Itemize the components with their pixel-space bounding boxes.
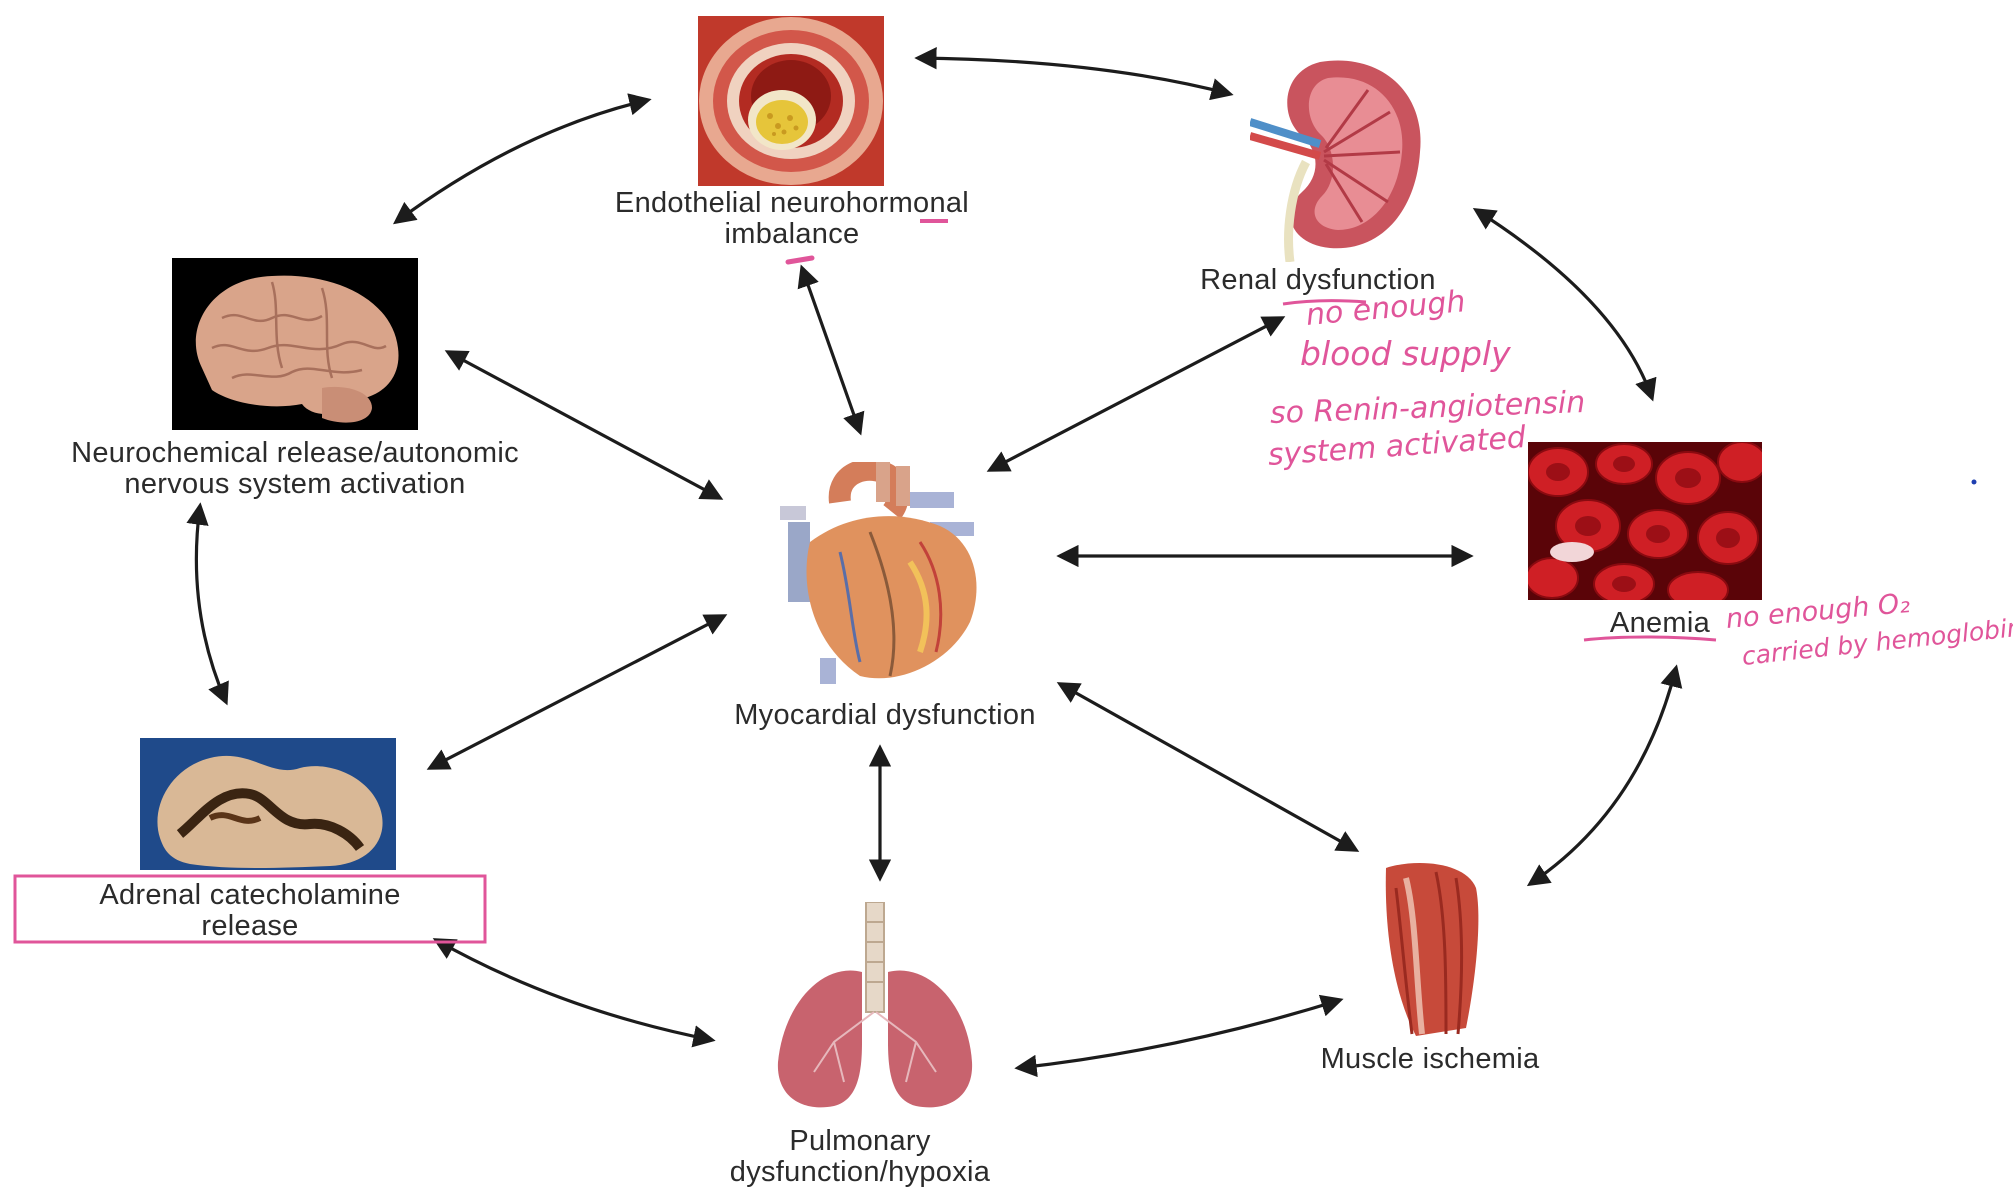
arrow-anemia-muscle	[1526, 664, 1683, 887]
blood-cells-image	[1528, 442, 1762, 600]
label-neurochemical-line2: nervous system activation	[124, 468, 466, 500]
arrow-neuro-adrenal	[186, 502, 229, 706]
arrow-renal-anemia	[1472, 208, 1657, 402]
anemia-underline	[1583, 635, 1717, 642]
lungs-image	[777, 902, 973, 1108]
arrow-heart-muscle	[1056, 682, 1360, 852]
arrow-brain-endothelial	[393, 93, 652, 225]
stray-dot	[1971, 479, 1977, 485]
arrow-brain-heart	[444, 350, 724, 500]
renal-underline	[1282, 299, 1367, 306]
label-endothelial-line2: imbalance	[724, 218, 860, 250]
adrenal-highlight-box	[13, 874, 487, 944]
label-adrenal: Adrenal catecholamine release	[14, 880, 486, 942]
label-endothelial-line1: Endothelial neurohormonal	[614, 187, 970, 219]
label-anemia-line1: Anemia	[1609, 607, 1711, 639]
muscle-image	[1385, 862, 1479, 1036]
label-anemia: Anemia	[1580, 608, 1740, 639]
artery-image	[698, 16, 884, 186]
arrow-endothelial-heart	[797, 264, 865, 436]
label-pulmonary-line2: dysfunction/hypoxia	[729, 1156, 991, 1188]
label-muscle: Muscle ischemia	[1270, 1044, 1590, 1075]
label-adrenal-line2: release	[201, 910, 299, 942]
label-muscle-line1: Muscle ischemia	[1320, 1043, 1540, 1075]
label-pulmonary-line1: Pulmonary	[789, 1125, 931, 1157]
endothelial-dash-mark	[785, 255, 815, 265]
annotation-renal-2: blood supply	[1300, 334, 1511, 373]
label-myocardial: Myocardial dysfunction	[680, 700, 1090, 731]
arrow-heart-adrenal	[426, 614, 728, 770]
brain-image	[172, 258, 418, 430]
arrow-endothelial-renal	[914, 47, 1234, 101]
heart-image	[780, 462, 977, 684]
label-renal: Renal dysfunction	[1148, 265, 1488, 296]
arrow-lungs-muscle	[1014, 994, 1344, 1078]
arrow-adrenal-lungs	[432, 938, 716, 1048]
arrow-renal-heart	[986, 316, 1286, 472]
label-neurochemical-line1: Neurochemical release/autonomic	[71, 437, 519, 469]
label-endothelial: Endothelial neurohormonal imbalance	[552, 188, 1032, 250]
label-adrenal-line1: Adrenal catecholamine	[99, 879, 401, 911]
label-renal-line1: Renal dysfunction	[1200, 264, 1436, 296]
label-neurochemical: Neurochemical release/autonomic nervous …	[0, 438, 590, 500]
kidney-image	[1250, 60, 1421, 262]
label-pulmonary: Pulmonary dysfunction/hypoxia	[660, 1126, 1060, 1188]
label-myocardial-line1: Myocardial dysfunction	[734, 699, 1036, 731]
adrenal-gland-image	[140, 738, 396, 870]
